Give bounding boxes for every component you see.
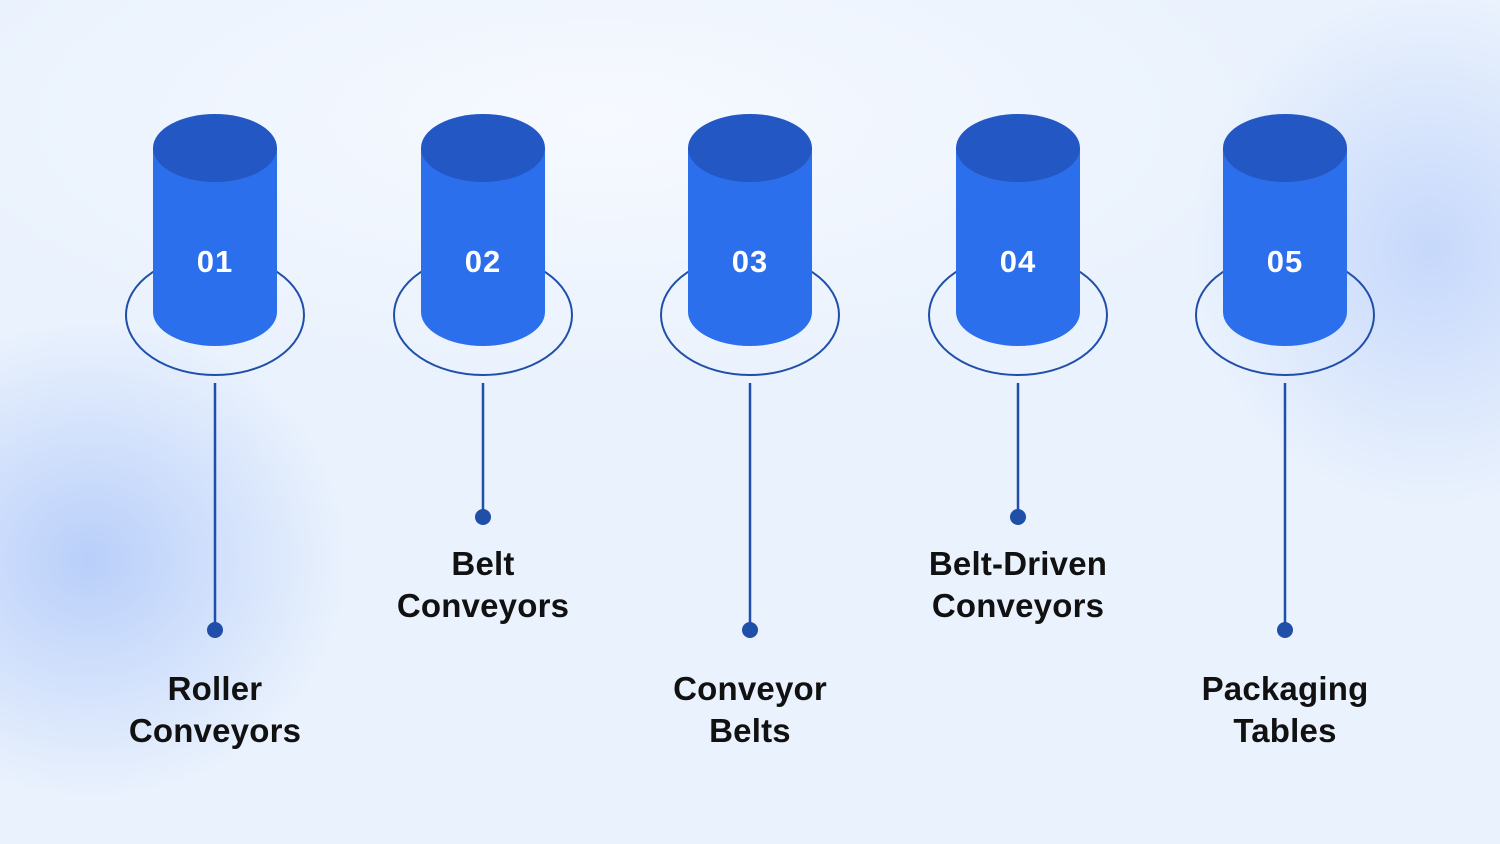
step-label-line2: Conveyors [128, 712, 302, 749]
step-number-03: 03 [732, 244, 768, 279]
connector-dot-01 [207, 622, 223, 638]
cylinder-top-05 [1223, 114, 1347, 182]
cylinder-body-04 [956, 148, 1080, 346]
connector-dot-05 [1277, 622, 1293, 638]
step-number-04: 04 [1000, 244, 1036, 279]
cylinder-body-03 [688, 148, 812, 346]
step-label-line2: Conveyors [396, 587, 570, 624]
cylinder-body-01 [153, 148, 277, 346]
step-number-02: 02 [465, 244, 501, 279]
step-number-05: 05 [1267, 244, 1303, 279]
connector-dot-04 [1010, 509, 1026, 525]
step-label-line1: Belt [451, 545, 515, 582]
step-label-line2: Conveyors [931, 587, 1105, 624]
step-label-line2: Belts [709, 712, 791, 749]
cylinder-body-05 [1223, 148, 1347, 346]
connector-dot-02 [475, 509, 491, 525]
cylinder-top-02 [421, 114, 545, 182]
step-label-line1: Roller [167, 670, 263, 707]
cylinder-top-04 [956, 114, 1080, 182]
cylinder-body-02 [421, 148, 545, 346]
cylinder-top-01 [153, 114, 277, 182]
step-label-line1: Conveyor [673, 670, 827, 707]
cylinder-top-03 [688, 114, 812, 182]
step-label-line1: Belt-Driven [928, 545, 1108, 582]
step-label-line1: Packaging [1201, 670, 1369, 707]
step-number-01: 01 [197, 244, 233, 279]
connector-dot-03 [742, 622, 758, 638]
step-label-line2: Tables [1233, 712, 1337, 749]
